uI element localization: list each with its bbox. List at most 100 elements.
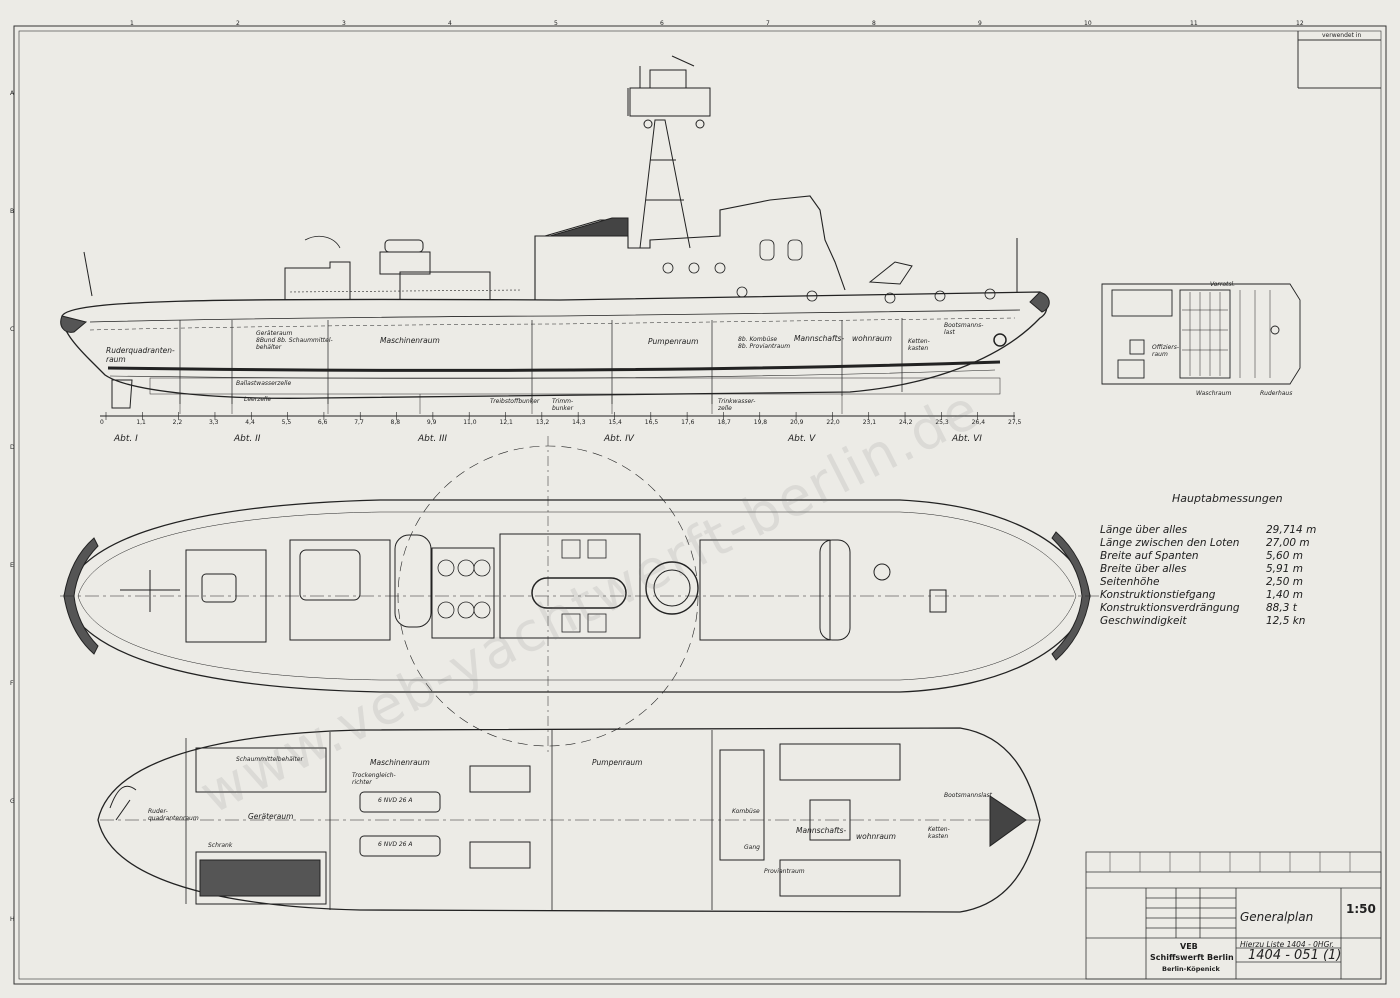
frame-number: 11,0 — [463, 419, 477, 426]
company-line-3: Berlin-Köpenick — [1162, 965, 1220, 973]
frame-number: 27,5 — [1008, 419, 1022, 426]
row-letter: H — [10, 916, 15, 923]
row-letter: E — [10, 562, 14, 569]
frame-number: 9,9 — [426, 419, 437, 426]
column-number: 8 — [872, 20, 876, 27]
frame-number: 15,4 — [608, 419, 622, 426]
column-number: 11 — [1190, 20, 1198, 27]
title-block-grid — [1085, 851, 1382, 980]
dimension-value: 1,40 m — [1266, 589, 1303, 601]
column-number: 6 — [660, 20, 664, 27]
frame-number: 18,7 — [717, 419, 731, 426]
room-label: Maschinenraum — [380, 336, 440, 345]
frame-number: 1,1 — [136, 419, 146, 426]
frame-number: 7,7 — [354, 419, 364, 426]
row-letter: G — [10, 798, 15, 805]
frame-number: 16,5 — [644, 419, 659, 426]
drawing-reference: Hierzu Liste 1404 - 0HGr. — [1240, 940, 1335, 949]
column-number: 7 — [766, 20, 770, 27]
dimension-value: 29,714 m — [1266, 524, 1317, 536]
frame-number: 4,4 — [245, 419, 255, 426]
column-number: 1 — [130, 20, 134, 27]
frame-number: 5,5 — [281, 419, 292, 426]
dimension-value: 5,60 m — [1266, 550, 1303, 562]
company-line-2: Schiffswerft Berlin — [1150, 953, 1234, 962]
drawing-frame — [13, 25, 1387, 985]
dimension-value: 5,91 m — [1266, 563, 1303, 575]
deck-plan — [60, 436, 1100, 756]
frame-number: 17,6 — [681, 419, 695, 426]
row-letter: C — [10, 326, 15, 333]
drawing-scale: 1:50 — [1346, 902, 1376, 916]
lower-plan-label: Maschinenraum — [370, 758, 430, 767]
lower-plan-label: wohnraum — [856, 832, 896, 841]
dimension-value: 27,00 m — [1266, 537, 1310, 549]
section-label: Abt. II — [234, 434, 261, 444]
lower-plan-label: Gang — [744, 844, 760, 851]
frame-number: 22,0 — [826, 419, 840, 426]
frame-number: 24,2 — [899, 419, 913, 426]
dimension-value: 12,5 kn — [1266, 615, 1306, 627]
frame-number: 0 — [100, 419, 104, 426]
column-number: 10 — [1084, 20, 1092, 27]
frame-number: 13,2 — [535, 419, 550, 426]
lower-plan-label: Bootsmannslast — [944, 792, 993, 799]
lower-plan-label: Ruder- quadrantenraum — [148, 808, 199, 822]
deckhouse-label: Waschraum — [1196, 390, 1232, 397]
drawing-number: 1404 - 051 (1) — [1248, 948, 1342, 963]
dimensions-title: Hauptabmessungen — [1172, 492, 1283, 505]
frame-number: 12,1 — [499, 419, 513, 426]
dimension-label: Konstruktionsverdrängung — [1100, 602, 1240, 614]
profile-view — [60, 55, 1050, 420]
row-letter: D — [10, 444, 15, 451]
dimension-label: Konstruktionstiefgang — [1100, 589, 1216, 601]
frame-number: 23,1 — [862, 419, 877, 426]
lower-plan-label: Schaummittelbehälter — [236, 756, 303, 763]
tank-label: Trimm- bunker — [552, 398, 574, 412]
drawing-title: Generalplan — [1240, 910, 1314, 924]
deckhouse-label: Ruderhaus — [1260, 390, 1293, 397]
row-letter: B — [10, 208, 15, 215]
frame-number: 8,8 — [390, 419, 401, 426]
tank-label: Leerzelle — [244, 396, 272, 403]
frame-number: 20,9 — [790, 419, 804, 426]
room-label: Pumpenraum — [648, 337, 699, 346]
frame-number: 25,3 — [935, 419, 949, 426]
section-label: Abt. VI — [952, 434, 982, 444]
room-label: wohnraum — [852, 334, 892, 343]
dimension-label: Länge über alles — [1100, 524, 1188, 536]
section-label: Abt. III — [418, 434, 448, 444]
tank-label: Ballastwasserzelle — [236, 380, 292, 387]
lower-plan-label: Kombüse — [732, 808, 760, 815]
column-number: 3 — [342, 20, 346, 27]
lower-plan-label: Mannschafts- — [796, 826, 847, 835]
dimension-value: 2,50 m — [1266, 576, 1303, 588]
section-label: Abt. I — [114, 434, 138, 444]
lower-plan-label: Trockengleich- richter — [352, 772, 396, 786]
lower-plan-label: Schrank — [208, 842, 233, 849]
row-letter: F — [10, 680, 14, 687]
lower-plan — [97, 727, 1041, 913]
dimension-label: Geschwindigkeit — [1100, 615, 1187, 627]
room-label: Mannschafts- — [794, 334, 845, 343]
section-label: Abt. IV — [604, 434, 634, 444]
deckhouse-plan — [1101, 283, 1301, 385]
tank-label: Trinkwasser- zelle — [718, 398, 756, 412]
frame-number: 2,2 — [172, 419, 183, 426]
deckhouse-label: Vorratsl. — [1210, 281, 1236, 288]
section-label: Abt. V — [788, 434, 816, 444]
dimension-label: Seitenhöhe — [1100, 576, 1160, 588]
dimension-value: 88,3 t — [1266, 602, 1297, 614]
frame-number: 3,3 — [208, 419, 219, 426]
column-number: 5 — [554, 20, 558, 27]
dimension-label: Breite über alles — [1100, 563, 1187, 575]
lower-plan-label: Geräteraum — [248, 812, 294, 821]
frame-number: 6,6 — [317, 419, 328, 426]
room-label: Geräteraum 8Bund 8b. Schaummittel- behäl… — [256, 330, 333, 351]
dimension-label: Länge zwischen den Loten — [1100, 537, 1240, 549]
frame-number: 19,8 — [753, 419, 768, 426]
room-label: Ketten- kasten — [908, 338, 930, 352]
column-number: 9 — [978, 20, 982, 27]
